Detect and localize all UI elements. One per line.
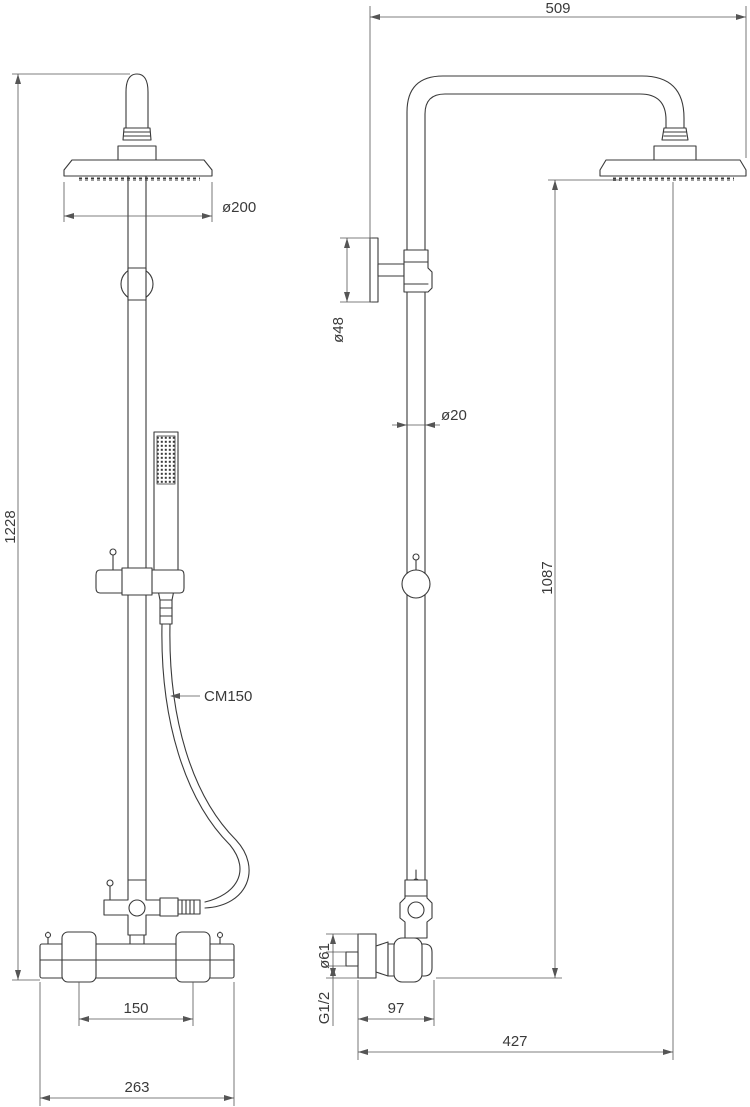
bracket-diameter-label: ø48 — [330, 317, 347, 343]
head-projection-label: 427 — [502, 1033, 527, 1050]
side-rain-head-nozzles — [610, 177, 734, 181]
side-bracket-clamp — [403, 249, 433, 293]
front-diverter-knob-top — [106, 879, 114, 887]
side-slider — [401, 569, 431, 599]
front-top-arm — [125, 73, 149, 129]
front-valve-right-handle — [175, 931, 211, 983]
side-valve-plate — [357, 933, 377, 979]
side-arm — [406, 75, 685, 881]
front-slider-knob — [109, 548, 117, 556]
front-hose-connector — [159, 897, 179, 917]
side-valve-connector — [345, 951, 359, 967]
head-diameter-label: ø200 — [222, 199, 256, 216]
connection-label: G1/2 — [316, 992, 333, 1025]
side-head-mount — [653, 145, 697, 161]
tube-diameter-label: ø20 — [441, 407, 467, 424]
hose-label: CM150 — [204, 688, 252, 705]
front-rain-head-nozzles — [76, 177, 200, 181]
side-view — [345, 75, 747, 983]
side-rain-head — [599, 159, 747, 177]
front-rain-head — [63, 159, 213, 177]
front-slider-body — [121, 567, 153, 596]
front-hand-shower-nut — [159, 599, 173, 625]
overall-height-label: 1228 — [2, 510, 19, 543]
front-diverter-knob — [128, 899, 146, 917]
front-hand-shower-face — [156, 435, 176, 485]
front-head-mount — [117, 145, 157, 161]
front-hose — [161, 623, 241, 903]
side-dimensions: 509 ø48 ø20 1087 ø61 G1/2 — [316, 0, 747, 1060]
front-valve-left-handle — [61, 931, 97, 983]
front-dimensions: 1228 ø200 CM150 150 263 — [2, 73, 256, 1106]
wall-offset-label: 97 — [388, 1000, 405, 1017]
arm-projection-label: 509 — [545, 0, 570, 17]
side-arm-joint — [661, 127, 689, 141]
valve-width-label: 263 — [124, 1079, 149, 1096]
side-wall-bracket — [369, 237, 379, 303]
valve-diameter-label: ø61 — [316, 943, 333, 969]
head-height-label: 1087 — [539, 561, 556, 594]
front-arm-joint — [122, 127, 152, 141]
front-upper-bracket-core — [127, 267, 147, 301]
front-view — [39, 73, 250, 983]
side-valve-handle — [393, 937, 423, 983]
valve-centers-label: 150 — [123, 1000, 148, 1017]
